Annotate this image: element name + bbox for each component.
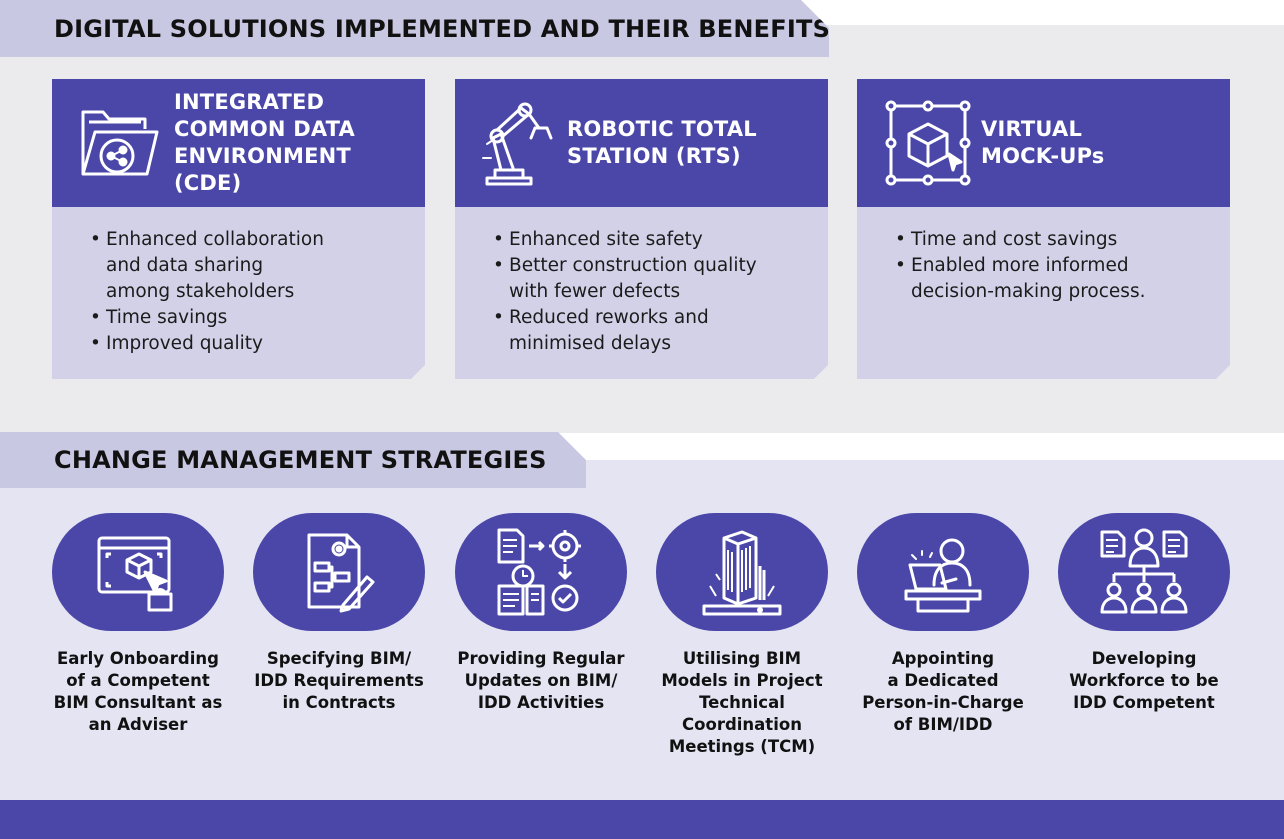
footer-bar (0, 800, 1284, 839)
benefit-item: Improved quality (106, 331, 415, 357)
benefit-line: Better construction quality (509, 255, 757, 276)
strategy-label-line: BIM Consultant as (53, 693, 223, 712)
strategy-label-line: Developing (1091, 649, 1197, 668)
strategy-label-line: an Adviser (88, 715, 188, 734)
strategy-icon-circle (253, 513, 425, 631)
benefit-item: Enhanced site safety (509, 227, 818, 253)
solution-card-rts: ROBOTIC TOTAL STATION (RTS) Enhanced sit… (455, 79, 828, 379)
solution-card-virtual-mockups: VIRTUAL MOCK-UPs Time and cost savings E… (857, 79, 1230, 379)
card-header: INTEGRATED COMMON DATA ENVIRONMENT (CDE) (52, 79, 425, 207)
strategy-label-line: a Dedicated (887, 671, 999, 690)
strategy-label: Utilising BIM Models in Project Technica… (647, 648, 837, 758)
benefit-line: Enabled more informed (911, 255, 1129, 276)
strategy-label-line: Providing Regular (457, 649, 625, 668)
benefit-line: Enhanced site safety (509, 229, 703, 250)
card-title: VIRTUAL MOCK-UPs (981, 116, 1105, 170)
card-title: INTEGRATED COMMON DATA ENVIRONMENT (CDE) (174, 89, 425, 197)
benefit-line: Time and cost savings (911, 229, 1118, 250)
strategy-item-early-onboarding: Early Onboarding of a Competent BIM Cons… (52, 513, 224, 736)
section-title-change-management: CHANGE MANAGEMENT STRATEGIES (54, 446, 547, 474)
strategy-label: Providing Regular Updates on BIM/ IDD Ac… (446, 648, 636, 714)
folder-share-icon (74, 98, 166, 188)
strategy-label-line: IDD Competent (1073, 693, 1215, 712)
strategy-label-line: of BIM/IDD (893, 715, 993, 734)
strategy-item-developing-workforce: Developing Workforce to be IDD Competent (1058, 513, 1230, 714)
benefit-line: and data sharing (106, 255, 264, 276)
card-title-line: ROBOTIC TOTAL (567, 117, 757, 141)
benefit-item: Time savings (106, 305, 415, 331)
strategy-label-line: of a Competent (66, 671, 210, 690)
strategy-label-line: Early Onboarding (57, 649, 219, 668)
section-banner-digital-solutions: DIGITAL SOLUTIONS IMPLEMENTED AND THEIR … (0, 0, 829, 57)
contract-document-icon (299, 529, 379, 615)
card-title-line: ENVIRONMENT (CDE) (174, 144, 351, 195)
strategy-label-line: Updates on BIM/ (464, 671, 618, 690)
strategy-item-specifying-requirements: Specifying BIM/ IDD Requirements in Cont… (253, 513, 425, 714)
strategy-icon-circle (1058, 513, 1230, 631)
card-header: ROBOTIC TOTAL STATION (RTS) (455, 79, 828, 207)
strategy-label-line: Specifying BIM/ (266, 649, 412, 668)
strategy-icon-circle (52, 513, 224, 631)
benefit-line: Enhanced collaboration (106, 229, 324, 250)
strategy-label-line: in Contracts (282, 693, 396, 712)
strategy-label-line: Appointing (891, 649, 995, 668)
card-benefits: Enhanced site safety Better construction… (455, 207, 828, 379)
strategy-label-line: IDD Requirements (254, 671, 424, 690)
strategy-item-bim-models-tcm: Utilising BIM Models in Project Technica… (656, 513, 828, 758)
benefit-item: Time and cost savings (911, 227, 1220, 253)
card-title: ROBOTIC TOTAL STATION (RTS) (567, 116, 757, 170)
section-title-digital-solutions: DIGITAL SOLUTIONS IMPLEMENTED AND THEIR … (54, 14, 831, 43)
strategy-label: Developing Workforce to be IDD Competent (1049, 648, 1239, 714)
benefit-item: Enhanced collaboration and data sharing … (106, 227, 415, 305)
benefit-line: with fewer defects (509, 281, 681, 302)
strategy-label-line: Coordination (682, 715, 802, 734)
benefit-line: decision-making process. (911, 281, 1146, 302)
person-at-laptop-icon (898, 529, 988, 615)
section-banner-change-management: CHANGE MANAGEMENT STRATEGIES (0, 432, 586, 488)
benefit-item: Enabled more informed decision-making pr… (911, 253, 1220, 305)
strategy-icon-circle (857, 513, 1029, 631)
strategy-item-dedicated-person: Appointing a Dedicated Person-in-Charge … (857, 513, 1029, 736)
strategies-section-background (0, 460, 1284, 800)
strategy-label: Appointing a Dedicated Person-in-Charge … (848, 648, 1038, 736)
card-benefits: Time and cost savings Enabled more infor… (857, 207, 1230, 379)
strategy-label-line: Person-in-Charge (862, 693, 1024, 712)
strategy-label-line: Technical (699, 693, 785, 712)
benefit-line: Reduced reworks and (509, 307, 709, 328)
process-update-icon (493, 526, 589, 618)
strategy-label: Specifying BIM/ IDD Requirements in Cont… (244, 648, 434, 714)
card-title-line: STATION (RTS) (567, 144, 741, 168)
benefit-line: minimised delays (509, 333, 672, 354)
strategy-label-line: Models in Project (661, 671, 823, 690)
3d-cube-icon (883, 98, 973, 188)
strategy-label-line: IDD Activities (477, 693, 605, 712)
card-title-line: COMMON DATA (174, 117, 355, 141)
card-title-line: MOCK-UPs (981, 144, 1105, 168)
benefit-item: Better construction quality with fewer d… (509, 253, 818, 305)
robotic-arm-icon (479, 98, 559, 188)
card-title-line: INTEGRATED (174, 90, 325, 114)
bim-consultant-screen-icon (93, 530, 183, 614)
benefit-item: Reduced reworks and minimised delays (509, 305, 818, 357)
benefit-line: Time savings (106, 307, 228, 328)
workforce-team-icon (1096, 526, 1192, 618)
strategy-item-regular-updates: Providing Regular Updates on BIM/ IDD Ac… (455, 513, 627, 714)
card-benefits: Enhanced collaboration and data sharing … (52, 207, 425, 379)
strategy-icon-circle (455, 513, 627, 631)
benefit-line: Improved quality (106, 333, 263, 354)
solution-card-cde: INTEGRATED COMMON DATA ENVIRONMENT (CDE)… (52, 79, 425, 379)
card-header: VIRTUAL MOCK-UPs (857, 79, 1230, 207)
strategy-label-line: Utilising BIM (682, 649, 802, 668)
benefit-line: among stakeholders (106, 281, 295, 302)
card-title-line: VIRTUAL (981, 117, 1083, 141)
strategy-icon-circle (656, 513, 828, 631)
building-model-icon (694, 526, 790, 618)
strategy-label: Early Onboarding of a Competent BIM Cons… (43, 648, 233, 736)
strategy-label-line: Workforce to be (1069, 671, 1219, 690)
strategy-label-line: Meetings (TCM) (668, 737, 816, 756)
